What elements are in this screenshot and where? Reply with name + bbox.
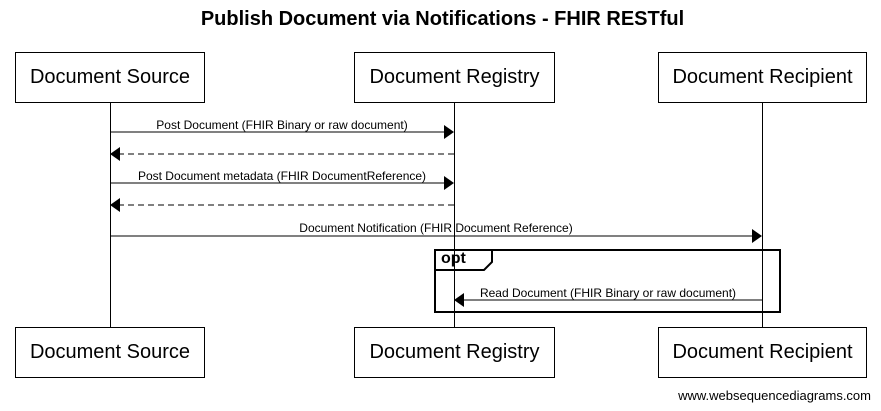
message-label-post-metadata: Post Document metadata (FHIR DocumentRef… [137, 169, 427, 183]
message-arrow-read-document [454, 293, 762, 307]
message-label-notification: Document Notification (FHIR Document Ref… [299, 221, 573, 235]
participant-document-source-top: Document Source [15, 52, 205, 103]
diagram-title: Publish Document via Notifications - FHI… [200, 8, 685, 30]
lifeline-document-recipient [762, 103, 763, 327]
participant-document-source-bottom: Document Source [15, 327, 205, 378]
message-arrow-notification [110, 229, 762, 243]
message-arrow-return-2 [110, 198, 454, 212]
participant-document-recipient-top: Document Recipient [658, 52, 867, 103]
participant-document-registry-bottom: Document Registry [354, 327, 555, 378]
message-arrow-return-1 [110, 147, 454, 161]
participant-document-registry-top: Document Registry [354, 52, 555, 103]
opt-fragment-frame [434, 249, 781, 313]
lifeline-document-registry [454, 103, 455, 327]
lifeline-document-source [110, 103, 111, 327]
watermark-link: www.websequencediagrams.com [678, 388, 871, 403]
participant-document-recipient-bottom: Document Recipient [658, 327, 867, 378]
message-arrow-post-document [110, 125, 454, 139]
message-label-read-document: Read Document (FHIR Binary or raw docume… [479, 286, 737, 300]
message-label-post-document: Post Document (FHIR Binary or raw docume… [156, 118, 408, 132]
opt-fragment-label: opt [441, 250, 466, 267]
message-arrow-post-metadata [110, 176, 454, 190]
